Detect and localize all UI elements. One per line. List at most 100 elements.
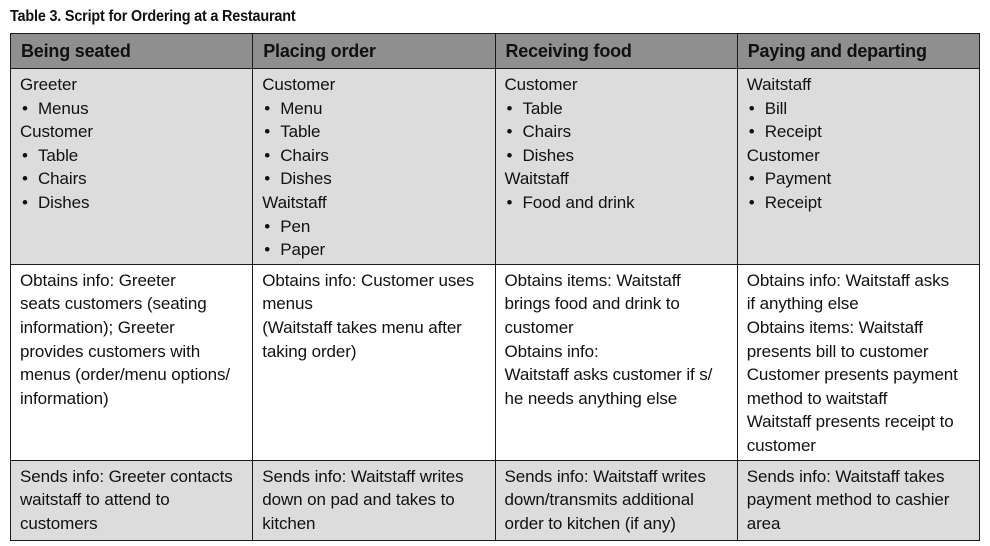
bullet-text: Menus [38,98,89,118]
cell-line: Customer [262,75,336,94]
cell-line: Obtains info: Waitstaff asks [746,270,949,290]
bullet-icon: • [22,98,28,118]
header-paying-departing: Paying and departing [736,33,981,69]
bullet-icon: • [264,98,271,118]
cell-line: waitstaff to attend to [20,490,170,510]
bullet-text: Table [280,122,321,142]
cell-line: Obtains info: Customer uses [262,270,475,290]
cell-line: customer [504,317,574,337]
bullet-text: Table [38,145,79,165]
cell-line: Waitstaff [504,169,569,189]
cell-line: brings food and drink to [504,294,680,314]
cell-line: Obtains info: Greeter [20,270,176,290]
cell-line: (Waitstaff takes menu after [262,317,462,337]
bullet-item: •Dishes [505,144,728,168]
cell-line: Customer presents payment [746,365,958,385]
bullet-text: Food and drink [522,192,635,212]
bullet-item: •Chairs [505,120,728,144]
bullet-item: • Table [505,97,728,121]
cell-line: Sends info: Waitstaff takes [746,466,945,486]
bullet-text: Receipt [764,192,822,212]
cell-line: down on pad and takes to [262,490,455,510]
bullet-item: •Table [20,144,243,168]
bullet-item: • Menu [262,97,485,121]
bullet-icon: • [506,145,513,165]
cell-line: area [746,513,781,533]
bullet-item: • Dishes [262,167,485,191]
cell-line: Waitstaff presents receipt to [746,412,954,432]
cell-line: Waitstaff [262,192,327,212]
bullet-icon: • [748,98,755,118]
table-caption: Table 3. Script for Ordering at a Restau… [10,8,296,25]
cell-line: method to waitstaff [746,388,888,408]
bullet-icon: • [748,169,755,189]
bullet-item: • Paper [262,238,485,262]
bullet-item: •Payment [747,167,970,191]
cell-line: if anything else [746,294,859,314]
bullet-text: Receipt [764,122,822,142]
bullet-item: •Chairs [20,167,243,191]
bullet-text: Chairs [280,145,329,165]
bullet-item: •Receipt [747,191,970,215]
cell-line: Obtains items: Waitstaff [504,270,681,290]
bullet-item: • Table [262,120,485,144]
bullet-item: • Menus [20,97,243,121]
bullet-text: Dishes [280,169,332,189]
bullet-text: Table [522,98,563,118]
cell-line: Customer [746,145,820,165]
bullet-text: Chairs [38,169,87,189]
cell-line: Waitstaff [746,75,812,94]
bullet-icon: • [264,122,271,142]
cell-line: information); Greeter [20,317,175,337]
bullet-icon: • [506,122,513,142]
bullet-icon: • [22,192,28,212]
bullet-item: • Food and drink [505,191,728,215]
bullet-icon: • [264,145,271,165]
bullet-item: •Bill [747,97,970,121]
bullet-icon: • [264,240,271,260]
cell-line: taking order) [262,341,357,361]
header-being-seated: Being seated [9,33,254,69]
cell-line: Obtains info: [504,341,599,361]
bullet-item: •Pen [262,215,485,239]
cell-line: presents bill to customer [746,341,929,361]
cell-line: Sends info: Waitstaff writes [262,466,464,486]
cell-line: order to kitchen (if any) [504,513,676,533]
cell-line: seats customers (seating [20,294,207,314]
bullet-text: Paper [280,240,326,260]
cell-obtains-row-being-seated: Obtains info: Greeter seats customers (se… [9,263,254,461]
bullet-text: Pen [280,216,311,236]
cell-sends-row-placing-order: Sends info: Waitstaff writes down on pad … [252,459,496,541]
header-row: Being seated Placing order Receiving foo… [9,33,981,69]
cell-line: customer [746,435,816,455]
cell-sends-row-being-seated: Sends info: Greeter contacts waitstaff to… [9,459,254,541]
bullet-item: • Dishes [20,191,243,215]
cell-line: Sends info: Greeter contacts [20,466,233,486]
cell-line: Waitstaff asks customer if s/ [504,365,713,385]
cell-line: customers [20,513,98,533]
cell-line: Sends info: Waitstaff writes [504,466,706,486]
bullet-icon: • [748,122,755,142]
cell-line: Obtains items: Waitstaff [746,317,923,337]
restaurant-script-table: Being seated Placing order Receiving foo… [9,33,981,541]
bullet-icon: • [506,98,513,118]
bullet-icon: • [264,169,271,189]
cell-obtains-row-receiving-food: Obtains items: Waitstaff brings food and … [494,263,738,461]
bullet-text: Dishes [38,192,90,212]
bullet-item: • Chairs [262,144,485,168]
cell-line: Customer [20,122,93,142]
bullet-text: Menu [280,98,323,118]
bullet-item: • Receipt [747,120,970,144]
cell-line: provides customers with [20,341,201,361]
cell-line: information) [20,388,109,408]
cell-line: kitchen [262,513,316,533]
obtains-row: Obtains info: Greeter seats customers (se… [9,263,981,461]
bullet-icon: • [506,192,513,212]
